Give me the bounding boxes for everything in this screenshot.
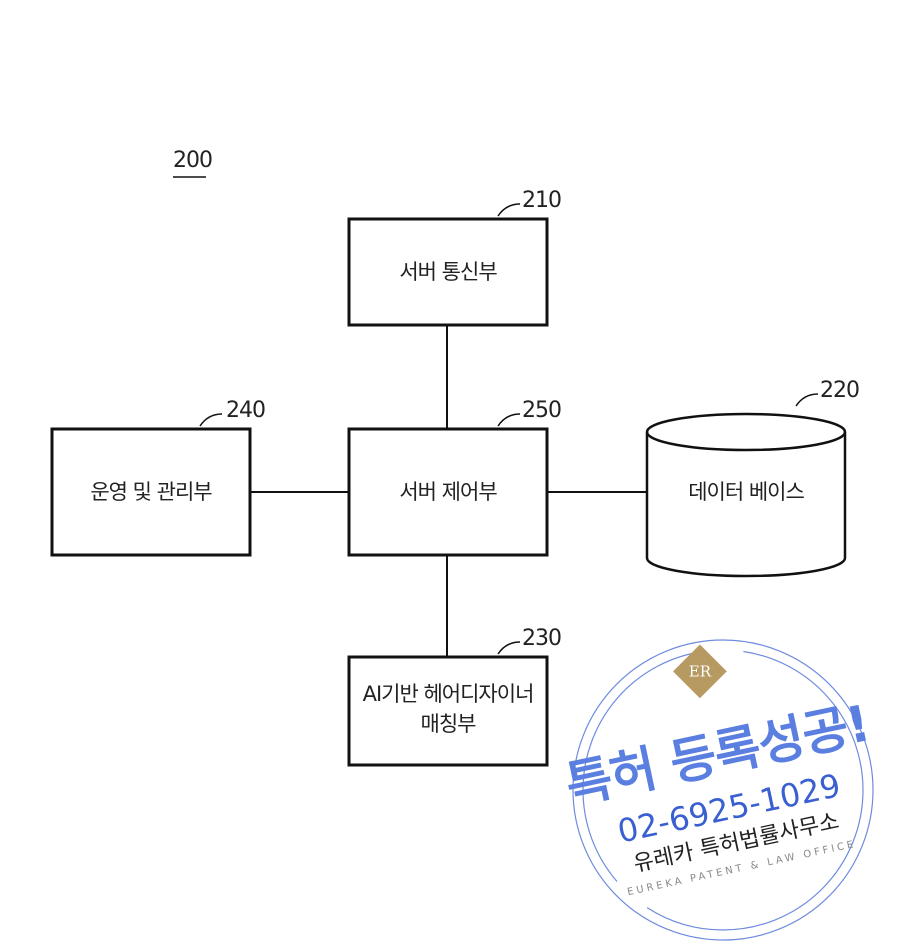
server-ctrl-label: 서버 제어부: [349, 478, 547, 506]
leader-230: [498, 642, 520, 654]
figure-ref: 200: [173, 148, 212, 173]
ref-210: 210: [522, 188, 561, 213]
leader-210: [498, 204, 520, 216]
matching-label-line1: AI기반 헤어디자이너: [340, 680, 556, 708]
watermark-rings: [573, 640, 873, 940]
matching-label-line2: 매칭부: [349, 710, 547, 738]
ref-230: 230: [522, 626, 561, 651]
ref-220: 220: [820, 378, 859, 403]
leader-240: [200, 414, 222, 426]
leader-220: [796, 394, 818, 406]
leader-250: [498, 414, 520, 426]
ref-250: 250: [522, 398, 561, 423]
ops-mgmt-label: 운영 및 관리부: [52, 478, 250, 506]
ref-240: 240: [226, 398, 265, 423]
server-comm-label: 서버 통신부: [349, 258, 547, 286]
database-label: 데이터 베이스: [647, 478, 845, 506]
